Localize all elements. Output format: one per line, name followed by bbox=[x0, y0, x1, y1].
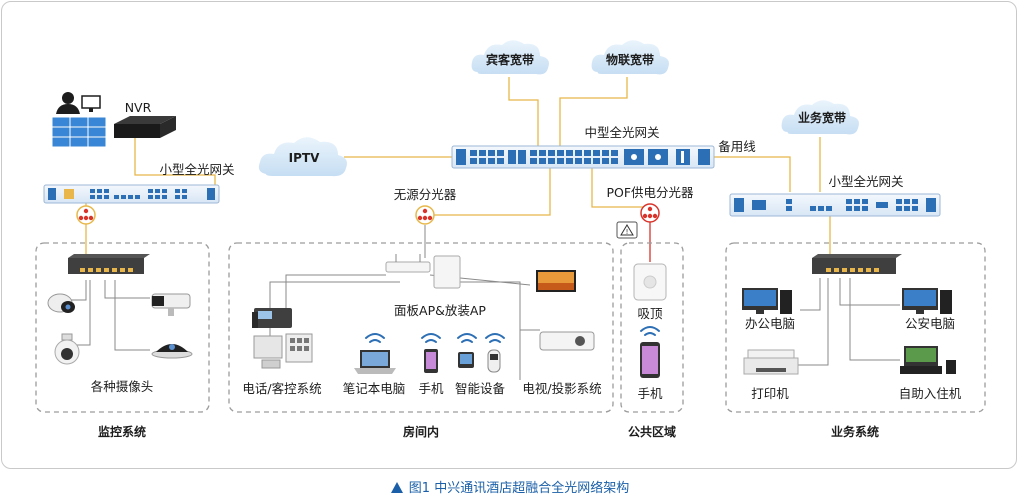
ceiling-label: 吸顶 bbox=[637, 306, 663, 321]
phone-system-label: 电话/客控系统 bbox=[242, 381, 321, 396]
business-box bbox=[725, 242, 986, 413]
room-section-title: 房间内 bbox=[403, 424, 439, 439]
cloud-label: 物联宽带 bbox=[606, 52, 654, 67]
caption-text: 图1 中兴通讯酒店超融合全光网络架构 bbox=[408, 481, 630, 496]
wifi-icon bbox=[365, 333, 505, 343]
diagram-frame bbox=[1, 1, 1017, 469]
cloud-iptv: IPTV bbox=[258, 137, 347, 177]
svg-text:!: ! bbox=[626, 228, 629, 236]
smartphone-icon bbox=[424, 349, 438, 373]
laptop-icon bbox=[354, 350, 396, 374]
passive-splitter-label: 无源分光器 bbox=[394, 187, 457, 202]
printer-icon bbox=[743, 349, 799, 375]
cloud-iot-broadband: 物联宽带 bbox=[591, 40, 669, 75]
poe-switch-right bbox=[812, 254, 902, 274]
cloud-label: 宾客宽带 bbox=[486, 52, 534, 67]
triangle-icon bbox=[390, 482, 403, 493]
smart-device-label: 智能设备 bbox=[455, 381, 506, 396]
public-box bbox=[620, 242, 684, 413]
poe-switch-left bbox=[68, 254, 150, 274]
bullet-camera-icon bbox=[151, 293, 191, 316]
room-box bbox=[228, 242, 614, 413]
phone-label: 手机 bbox=[418, 381, 444, 396]
smart-device-icon bbox=[458, 349, 501, 373]
police-pc-label: 公安电脑 bbox=[905, 316, 955, 331]
kiosk-label: 自助入住机 bbox=[899, 386, 962, 401]
pof-splitter-label: POF供电分光器 bbox=[606, 185, 694, 200]
projector-icon bbox=[539, 331, 595, 351]
ap-label: 面板AP&放装AP bbox=[394, 303, 486, 318]
public-wifi-icon bbox=[640, 326, 660, 336]
public-phone-label: 手机 bbox=[637, 386, 663, 401]
public-smartphone-icon bbox=[640, 342, 660, 378]
business-section-title: 业务系统 bbox=[831, 424, 879, 439]
cloud-label: 业务宽带 bbox=[798, 110, 846, 125]
cloud-business-broadband: 业务宽带 bbox=[781, 100, 859, 135]
right-gateway-device bbox=[729, 193, 941, 217]
kiosk-icon bbox=[900, 346, 956, 374]
backup-line-label: 备用线 bbox=[718, 139, 756, 154]
main-gateway-device bbox=[451, 145, 715, 169]
surveillance-section-title: 监控系统 bbox=[98, 424, 146, 439]
left-splitter-icon bbox=[76, 205, 96, 225]
laptop-label: 笔记本电脑 bbox=[343, 381, 406, 396]
left-gateway-label: 小型全光网关 bbox=[159, 162, 234, 177]
nvr-device-icon bbox=[114, 116, 176, 138]
ptz-camera-icon bbox=[54, 333, 80, 365]
ap-devices-icon bbox=[385, 254, 461, 289]
figure-caption: 图1 中兴通讯酒店超融合全光网络架构 bbox=[0, 477, 1020, 496]
ceiling-ap-icon bbox=[633, 263, 667, 301]
ip-phone-icon bbox=[252, 308, 292, 328]
cameras-label: 各种摄像头 bbox=[91, 379, 154, 394]
left-gateway-device bbox=[43, 184, 220, 204]
cloud-label: IPTV bbox=[289, 151, 320, 165]
right-gateway-label: 小型全光网关 bbox=[828, 174, 903, 189]
turret-camera-icon bbox=[151, 344, 193, 359]
cloud-guest-broadband: 宾客宽带 bbox=[471, 40, 549, 75]
admin-user-icon bbox=[56, 92, 101, 114]
network-diagram: 宾客宽带 物联宽带 IPTV 业务宽带 中型全光网关 备用线 bbox=[35, 40, 986, 439]
nvr-label: NVR bbox=[125, 100, 152, 115]
video-wall-icon bbox=[51, 116, 107, 148]
tv-label: 电视/投影系统 bbox=[522, 381, 601, 396]
printer-label: 打印机 bbox=[751, 386, 789, 401]
tv-icon bbox=[536, 270, 576, 292]
public-section-title: 公共区域 bbox=[628, 424, 676, 439]
office-pc-icon bbox=[742, 288, 792, 314]
police-pc-icon bbox=[902, 288, 952, 314]
room-control-panel-icon bbox=[253, 333, 313, 369]
office-pc-label: 办公电脑 bbox=[745, 316, 795, 331]
main-gateway-label: 中型全光网关 bbox=[584, 125, 659, 140]
dome-camera-icon bbox=[47, 293, 75, 313]
power-warning-icon: ! bbox=[616, 221, 638, 239]
pof-splitter-icon bbox=[640, 203, 660, 223]
connection-lines bbox=[85, 77, 831, 255]
surveillance-box bbox=[35, 242, 210, 413]
passive-splitter-icon bbox=[415, 205, 435, 225]
